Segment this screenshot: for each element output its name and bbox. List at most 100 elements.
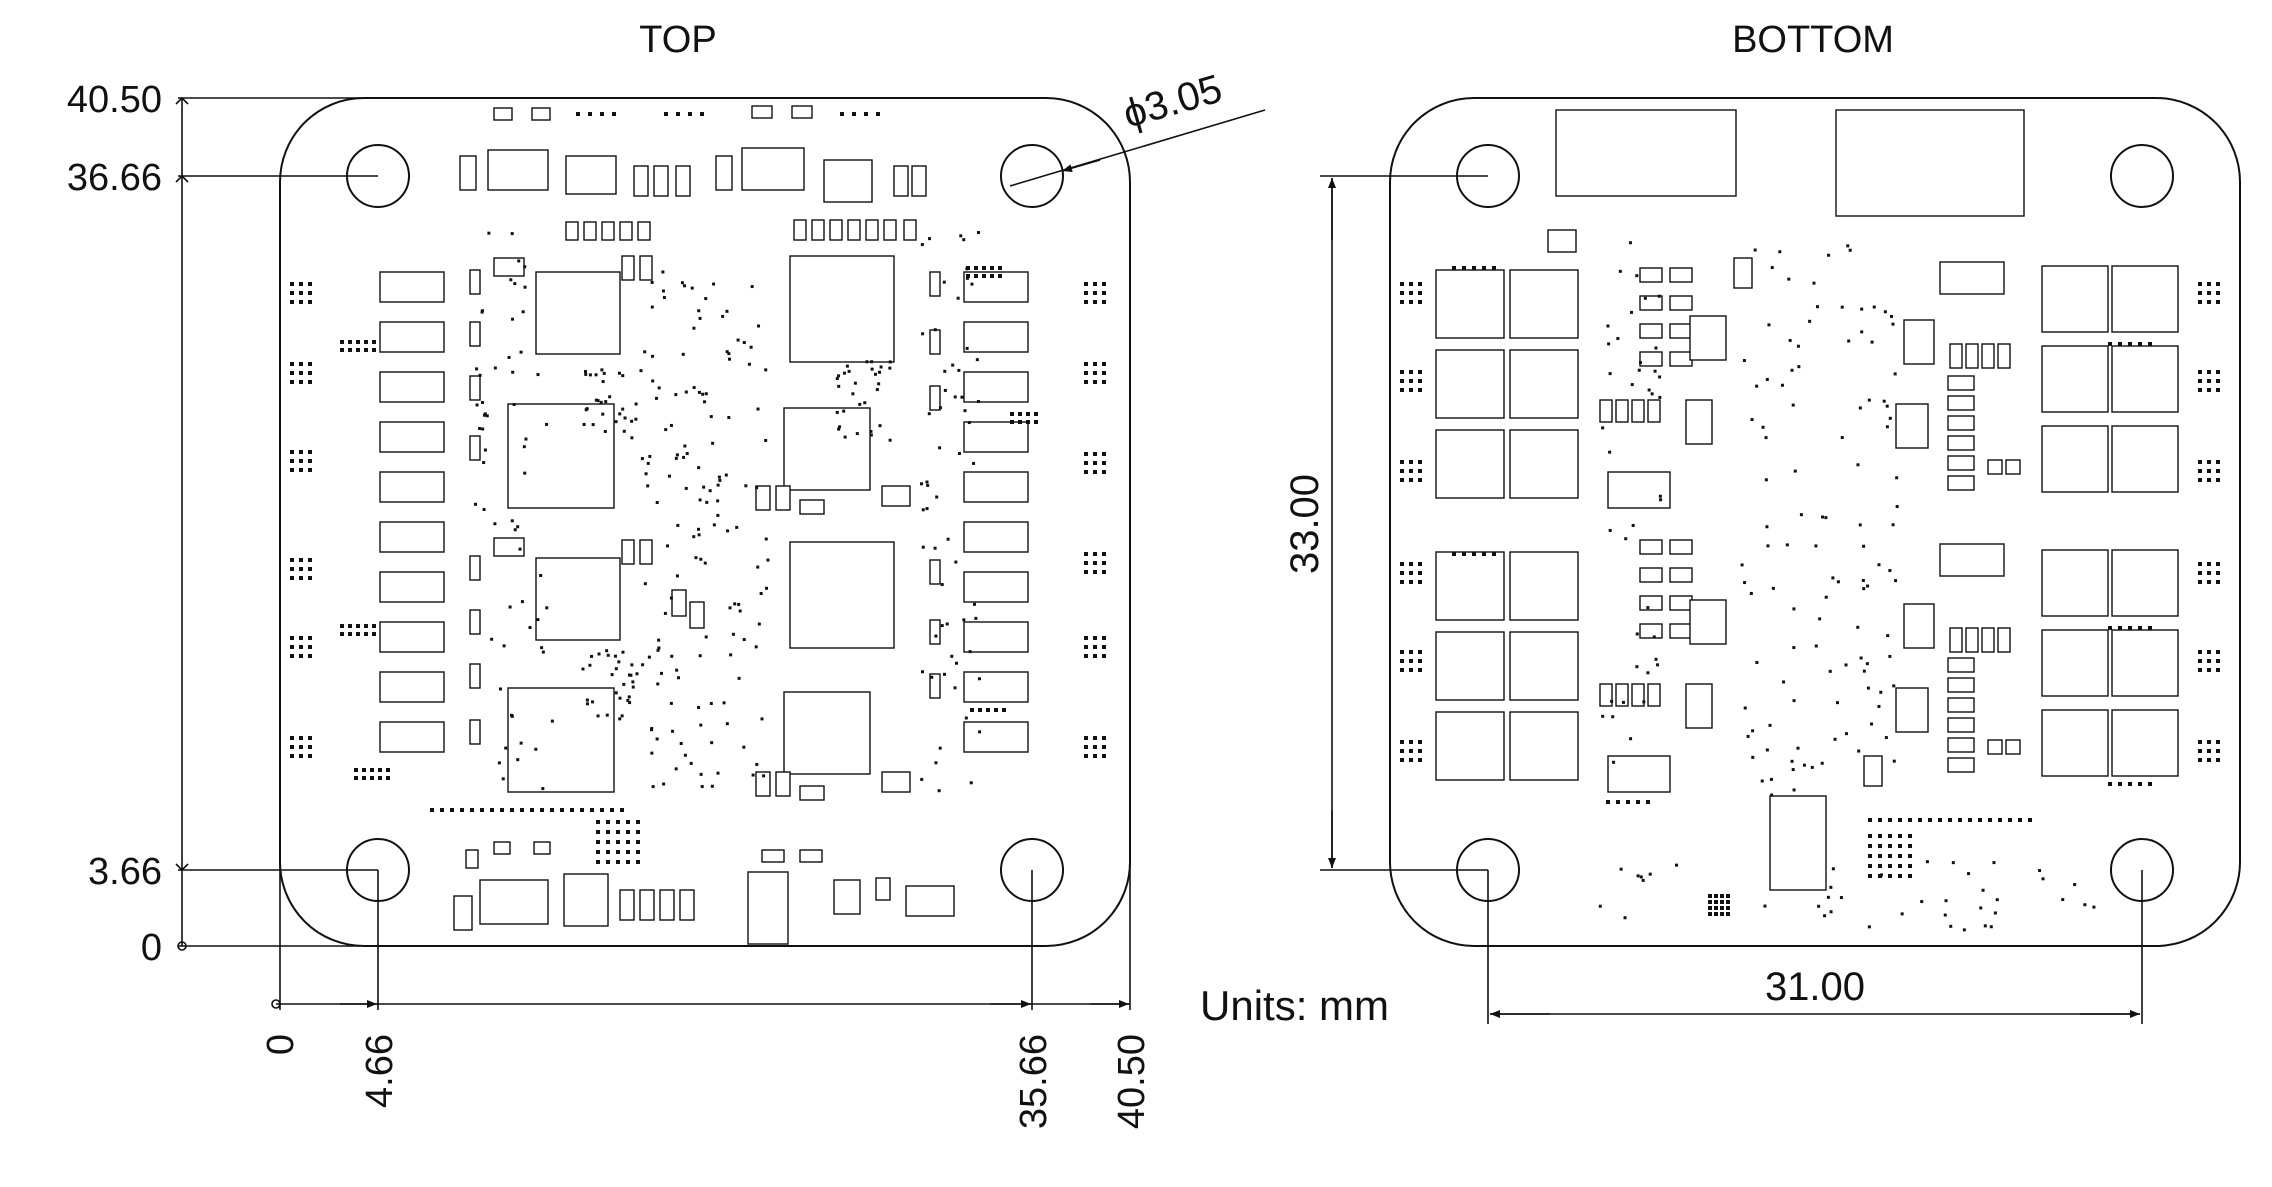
component-pad: [1947, 757, 1975, 773]
via-dot: [1626, 800, 1630, 804]
via-dot: [662, 296, 666, 300]
via-dot: [925, 507, 929, 511]
via-dot: [1631, 523, 1635, 527]
via-dot: [2216, 668, 2220, 672]
via-dot: [596, 850, 600, 854]
via-dot: [1084, 371, 1088, 375]
via-dot: [845, 364, 849, 368]
via-dot: [2207, 478, 2211, 482]
component-pad: [875, 877, 891, 901]
resistor: [963, 271, 1029, 303]
via-dot: [1093, 371, 1097, 375]
via-dot: [843, 435, 847, 439]
via-dot: [1102, 654, 1106, 658]
via-dot: [1884, 736, 1888, 740]
resistor: [379, 671, 445, 703]
component-pad: [1965, 343, 1979, 369]
resistor: [379, 271, 445, 303]
via-dot: [1720, 900, 1724, 904]
via-dot: [582, 422, 586, 426]
via-dot: [1862, 587, 1866, 591]
via-dot: [671, 729, 675, 733]
via-dot: [1607, 342, 1611, 346]
via-dot: [1084, 552, 1088, 556]
dim-bottom-vertical-span: 33.00: [1283, 474, 1327, 574]
power-pad: [1435, 551, 1505, 621]
via-dot: [1760, 779, 1764, 783]
via-dot: [1898, 854, 1902, 858]
via-dot: [1714, 900, 1718, 904]
via-dot: [2108, 342, 2112, 346]
via-dot: [1877, 704, 1881, 708]
via-dot: [1034, 420, 1038, 424]
via-dot: [483, 448, 487, 452]
via-dot: [518, 547, 522, 551]
via-dot: [970, 708, 974, 712]
via-dot: [1856, 625, 1860, 629]
via-dot: [721, 314, 725, 318]
via-dot: [1878, 834, 1882, 838]
via-dot: [1409, 388, 1413, 392]
via-dot: [1844, 732, 1848, 736]
via-dot: [1720, 894, 1724, 898]
via-dot: [540, 646, 544, 650]
component-pad: [741, 147, 805, 191]
via-dot: [1827, 253, 1831, 257]
via-dot: [1708, 912, 1712, 916]
via-dot: [959, 234, 963, 238]
via-dot: [1840, 305, 1844, 309]
component-pad: [1669, 351, 1693, 367]
via-dot: [1093, 754, 1097, 758]
via-dot: [765, 586, 769, 590]
via-dot: [976, 400, 980, 404]
via-dot: [600, 368, 604, 372]
via-dot: [1765, 525, 1769, 529]
via-dot: [938, 746, 942, 750]
via-dot: [717, 475, 721, 479]
via-dot: [674, 393, 678, 397]
via-dot: [348, 632, 352, 636]
via-dot: [2216, 650, 2220, 654]
component-pad: [1863, 755, 1883, 787]
component-pad: [469, 269, 481, 295]
via-dot: [1802, 763, 1806, 767]
via-dot: [482, 461, 486, 465]
via-dot: [630, 663, 634, 667]
via-dot: [870, 360, 874, 364]
via-dot: [1891, 322, 1895, 326]
component-pad: [1947, 475, 1975, 491]
via-dot: [2128, 626, 2132, 630]
via-dot: [621, 374, 625, 378]
via-dot: [967, 421, 971, 425]
via-dot: [536, 618, 540, 622]
via-dot: [731, 632, 735, 636]
via-dot: [1646, 606, 1650, 610]
via-dot: [958, 451, 962, 455]
via-dot: [1102, 561, 1106, 565]
via-dot: [954, 560, 958, 564]
component-pad: [929, 385, 941, 411]
via-dot: [588, 112, 592, 116]
via-dot: [470, 808, 474, 812]
component-pad: [1947, 395, 1975, 411]
via-dot: [2207, 571, 2211, 575]
component-pad: [469, 375, 481, 401]
top-view-title: TOP: [639, 19, 716, 61]
via-dot: [1908, 818, 1912, 822]
via-dot: [475, 403, 479, 407]
component-pad: [531, 107, 551, 121]
via-dot: [508, 605, 512, 609]
via-dot: [1878, 854, 1882, 858]
via-dot: [1848, 248, 1852, 252]
via-dot: [724, 473, 728, 477]
via-dot: [1866, 584, 1870, 588]
via-dot: [1870, 340, 1874, 344]
via-dot: [1826, 895, 1830, 899]
via-dot: [1898, 818, 1902, 822]
via-dot: [602, 371, 606, 375]
via-dot: [588, 373, 592, 377]
power-pad: [2041, 549, 2109, 617]
via-dot: [460, 808, 464, 812]
via-dot: [1866, 686, 1870, 690]
via-dot: [290, 380, 294, 384]
